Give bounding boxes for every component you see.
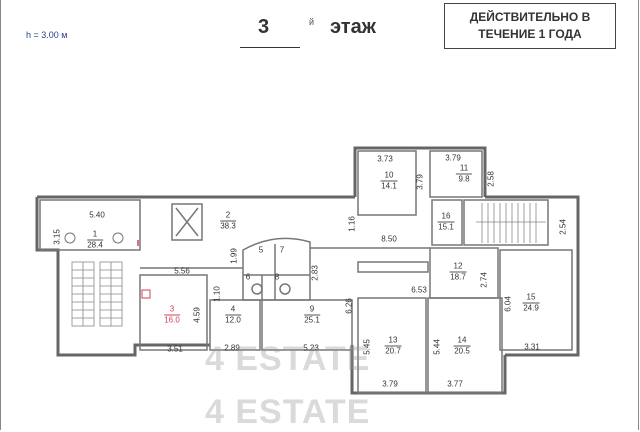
dim-6-26: 6.26	[344, 298, 354, 314]
floor-suffix: й	[309, 17, 315, 27]
dim-2-58: 2.58	[486, 171, 496, 187]
dim-3-15: 3.15	[52, 229, 62, 245]
dim-3-51: 3.51	[167, 344, 183, 354]
validity-line-2: ТЕЧЕНИЕ 1 ГОДА	[478, 27, 582, 41]
dim-1-10: 1.10	[212, 286, 222, 302]
room-7-label: 7	[279, 245, 285, 255]
ceiling-height-label: h = 3.00 м	[26, 30, 68, 40]
floor-number: 3	[258, 16, 270, 38]
dim-3-77: 3.77	[447, 379, 463, 389]
dim-1-16: 1.16	[347, 216, 357, 232]
room-6-label: 6	[245, 272, 251, 282]
dim-2-83: 2.83	[310, 265, 320, 281]
validity-stamp: ДЕЙСТВИТЕЛЬНО В ТЕЧЕНИЕ 1 ГОДА	[444, 3, 616, 49]
floor-word: этаж	[330, 16, 376, 38]
dim-2-74: 2.74	[479, 272, 489, 288]
floor-number-underline	[240, 47, 300, 48]
watermark-2: 4 ESTATE	[205, 393, 371, 431]
dim-1-99: 1.99	[229, 248, 239, 264]
room-5-label: 5	[258, 245, 264, 255]
dim-8-50: 8.50	[381, 234, 397, 244]
dim-2-54: 2.54	[558, 219, 568, 235]
dim-3-79-bottom: 3.79	[382, 379, 398, 389]
dim-6-53: 6.53	[411, 285, 427, 295]
dim-3-79-top: 3.79	[445, 153, 461, 163]
dim-2-89: 2.89	[224, 343, 240, 353]
dim-6-04: 6.04	[503, 296, 513, 312]
dim-5-23: 5.23	[303, 343, 319, 353]
dim-5-56: 5.56	[174, 266, 190, 276]
dim-4-59: 4.59	[192, 307, 202, 323]
room-8-label: 8	[274, 272, 280, 282]
dim-3-79-side: 3.79	[415, 174, 425, 190]
watermark-1: 4 ESTATE	[205, 340, 371, 378]
dim-5-40: 5.40	[89, 210, 105, 220]
dim-3-73: 3.73	[377, 154, 393, 164]
validity-line-1: ДЕЙСТВИТЕЛЬНО В	[469, 10, 591, 24]
dim-5-44: 5.44	[432, 339, 442, 355]
dim-3-31: 3.31	[524, 342, 540, 352]
